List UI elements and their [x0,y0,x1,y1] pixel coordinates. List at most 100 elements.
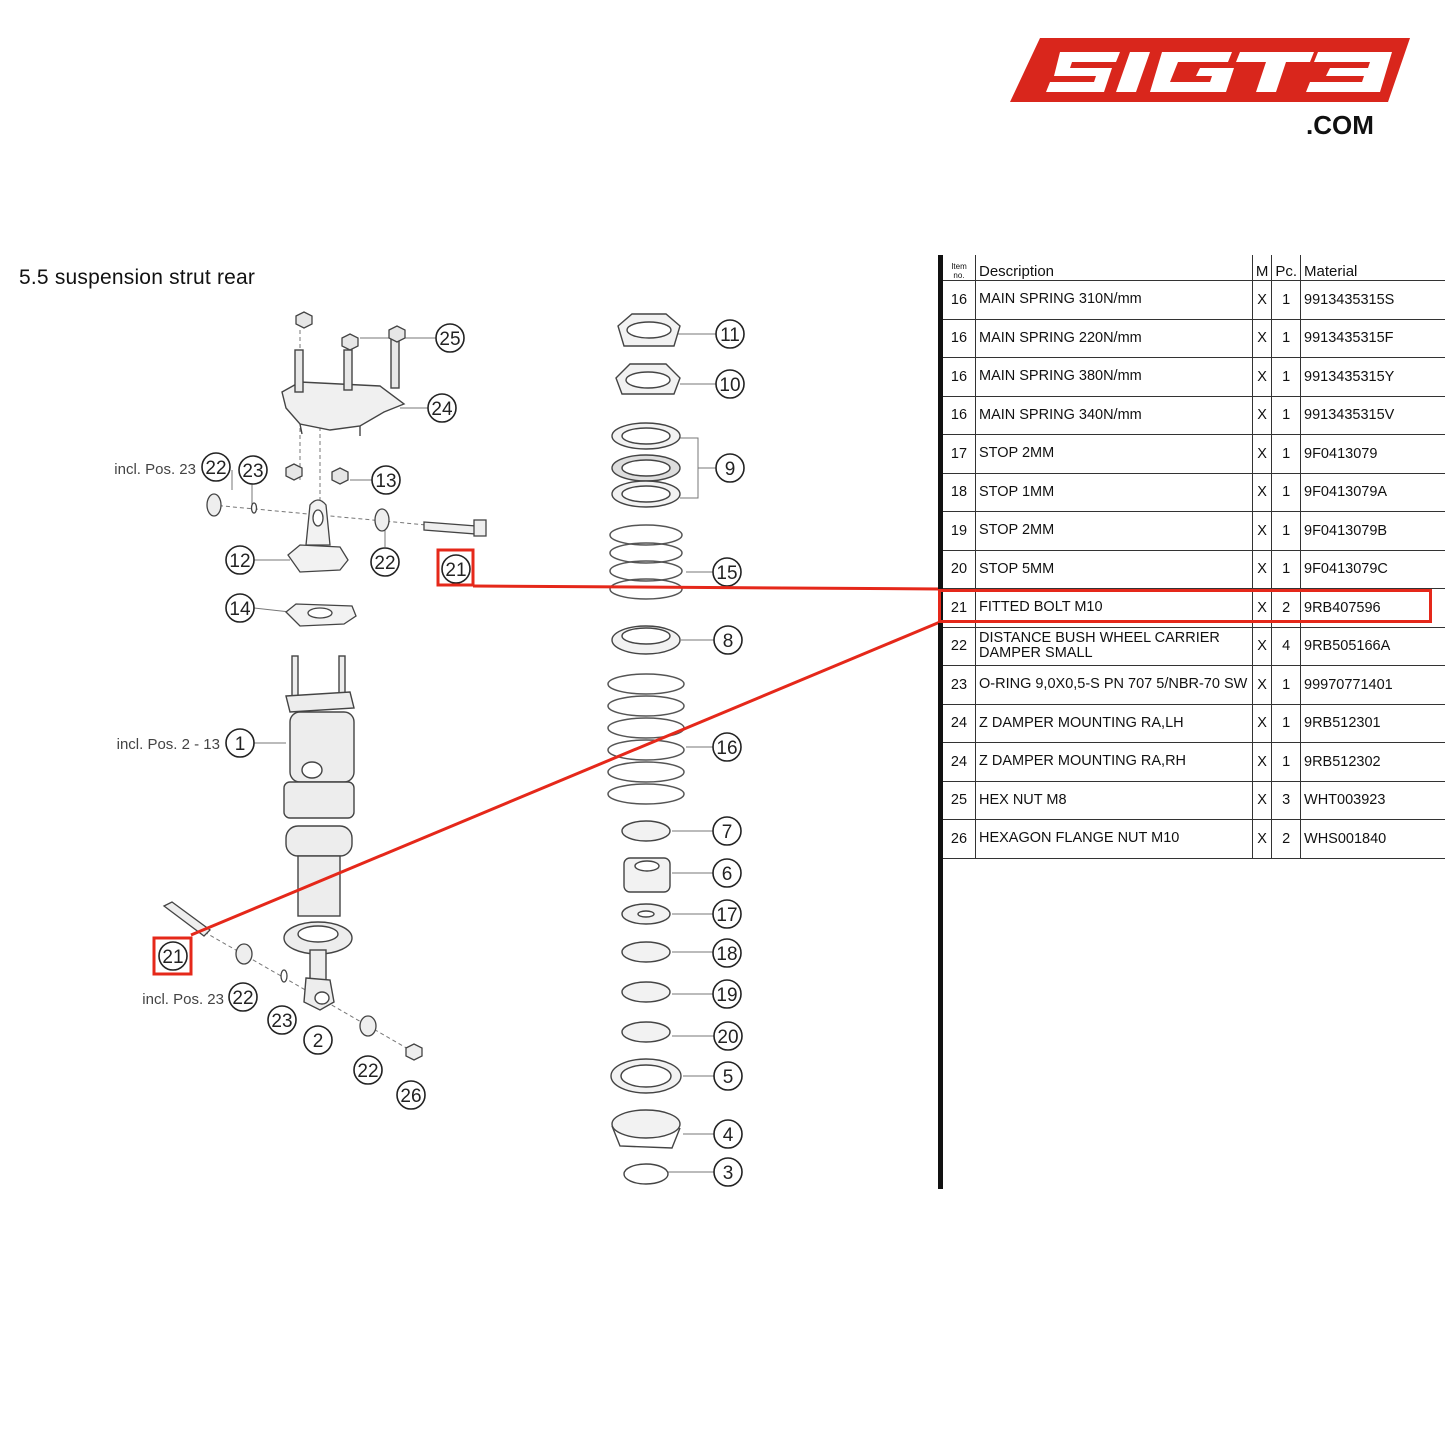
table-divider [938,255,943,1189]
cell-description: O-RING 9,0X0,5-S PN 707 5/NBR-70 SW [974,665,1253,705]
cell-m: X [1251,588,1272,628]
cell-description: STOP 1MM [974,473,1253,512]
callout-15: 15 [716,563,737,584]
callout-24: 24 [431,399,453,420]
cell-material: 9913435315F [1300,319,1445,358]
damper-mounting [281,337,406,436]
lower-hardware [162,901,423,1061]
cell-description: MAIN SPRING 340N/mm [974,396,1253,435]
callout-13: 13 [375,471,396,492]
callout-21: 21 [162,947,183,968]
cell-item: 17 [943,434,976,474]
cell-material: WHT003923 [1300,781,1445,820]
cell-pc: 1 [1271,357,1301,397]
cell-item: 16 [943,280,976,320]
connector-lower [190,620,940,937]
cell-pc: 1 [1271,704,1301,743]
cell-description: MAIN SPRING 220N/mm [974,319,1253,358]
cell-material: 9RB512301 [1300,704,1445,743]
cell-description: HEXAGON FLANGE NUT M10 [974,819,1253,859]
note-incl-23-top: incl. Pos. 23 [114,461,196,478]
header-description: Description [974,255,1253,281]
cell-m: X [1251,665,1272,705]
cell-m: X [1251,473,1272,512]
cell-pc: 1 [1271,396,1301,435]
cell-material: 9F0413079 [1300,434,1445,474]
cell-pc: 1 [1271,665,1301,705]
callout-numbers: 25 24 22 23 13 12 22 21 14 1 21 22 23 2 … [162,325,740,1184]
callout-22: 22 [232,988,253,1009]
header-material: Material [1300,255,1445,281]
coil-springs [607,524,685,805]
callout-12: 12 [229,551,250,572]
cell-description: STOP 2MM [974,434,1253,474]
cell-item: 20 [943,550,976,589]
cell-material: 99970771401 [1300,665,1445,705]
cell-material: 9913435315S [1300,280,1445,320]
header-pc: Pc. [1271,255,1301,281]
callout-23: 23 [242,461,263,482]
cell-description: MAIN SPRING 380N/mm [974,357,1253,397]
hex-nuts [285,311,406,485]
cell-m: X [1251,550,1272,589]
cell-m: X [1251,396,1272,435]
callout-22: 22 [357,1061,378,1082]
cell-item: 16 [943,357,976,397]
callout-18: 18 [716,944,737,965]
table-header: Item no. Description M Pc. Material [943,255,1445,281]
cell-item: 16 [943,396,976,435]
cell-material: 9F0413079A [1300,473,1445,512]
callout-20: 20 [717,1027,738,1048]
cell-m: X [1251,511,1272,551]
cell-description: STOP 2MM [974,511,1253,551]
cell-item: 25 [943,781,976,820]
cell-pc: 1 [1271,742,1301,782]
note-incl-2-13: incl. Pos. 2 - 13 [117,736,220,753]
callout-6: 6 [722,864,733,885]
cell-pc: 1 [1271,473,1301,512]
header-m: M [1251,255,1272,281]
cell-material: 9RB505166A [1300,627,1445,666]
cell-material: 9F0413079B [1300,511,1445,551]
cell-item: 22 [943,627,976,666]
cell-item: 24 [943,704,976,743]
cell-description: Z DAMPER MOUNTING RA,RH [974,742,1253,782]
cell-description: MAIN SPRING 310N/mm [974,280,1253,320]
cell-description: HEX NUT M8 [974,781,1253,820]
cell-pc: 1 [1271,319,1301,358]
highlight-row-21 [938,589,1432,623]
callout-22: 22 [374,553,395,574]
cell-m: X [1251,434,1272,474]
bushes [206,493,487,537]
logo-letters [1046,52,1392,92]
cell-material: 9913435315Y [1300,357,1445,397]
cell-pc: 2 [1271,819,1301,859]
cell-material: 9F0413079C [1300,550,1445,589]
cell-item: 24 [943,742,976,782]
sigt3-logo[interactable]: .COM [1000,30,1420,140]
callout-26: 26 [400,1086,421,1107]
header-item: Item no. [943,255,976,281]
cell-description: Z DAMPER MOUNTING RA,LH [974,704,1253,743]
cell-description: STOP 5MM [974,550,1253,589]
diagram-notes: incl. Pos. 23 incl. Pos. 2 - 13 incl. Po… [114,461,224,1008]
cell-pc: 1 [1271,511,1301,551]
cell-m: X [1251,742,1272,782]
cell-pc: 1 [1271,280,1301,320]
page-title: 5.5 suspension strut rear [19,266,256,289]
